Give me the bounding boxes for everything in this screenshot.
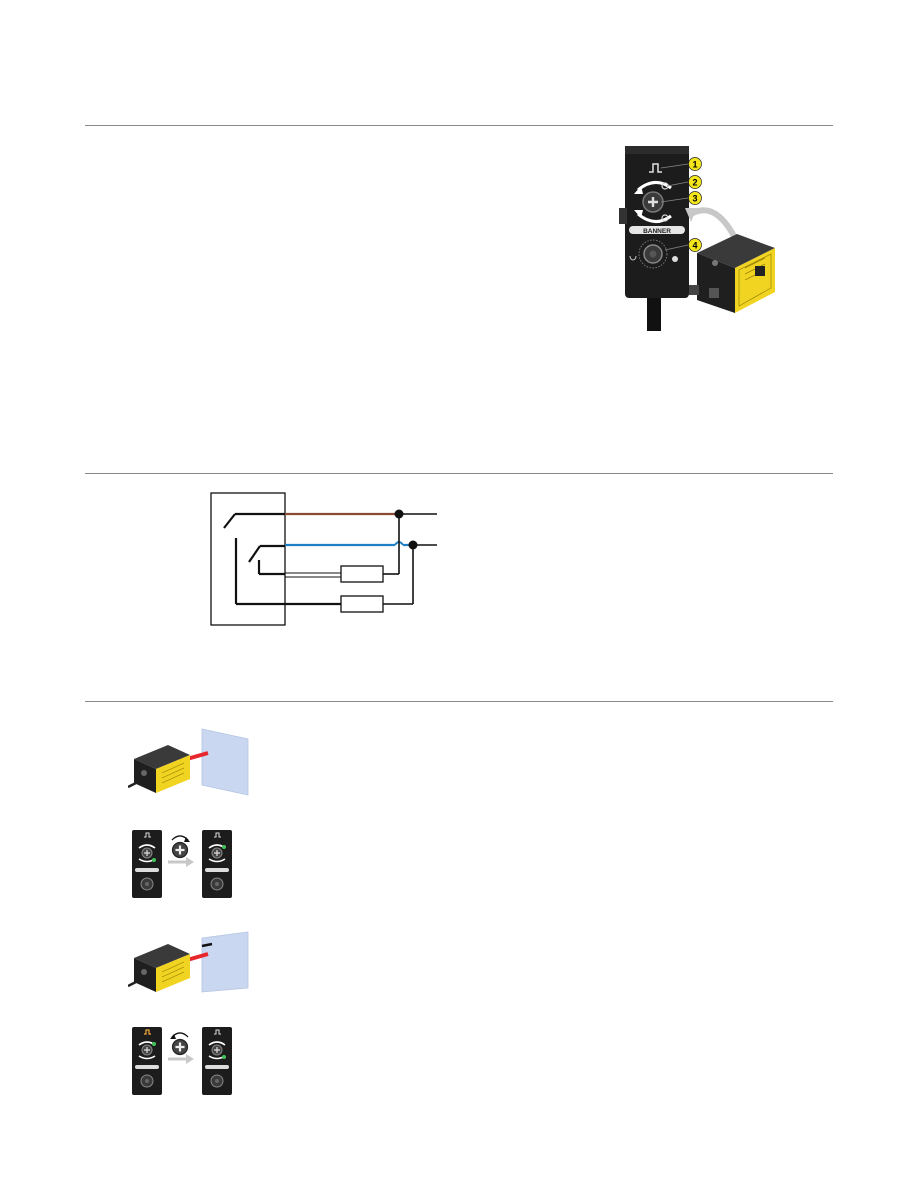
svg-text:1: 1 — [692, 160, 697, 170]
step-1-sensor-target-image — [128, 728, 249, 796]
sensor-features-figure: BANNER 1 2 3 4 — [619, 146, 775, 331]
callout-4: 4 — [688, 238, 702, 252]
wiring-diagram — [210, 492, 437, 626]
sensor-icon — [128, 944, 190, 992]
load-2 — [340, 595, 384, 613]
panel-before — [132, 1027, 162, 1095]
panel-after — [202, 1027, 232, 1095]
brand-label: BANNER — [643, 228, 671, 235]
small-sensor-icon — [689, 234, 775, 313]
panel-after — [202, 830, 232, 898]
step-2-adjust-panels — [132, 830, 232, 898]
callout-3: 3 — [688, 191, 702, 205]
section-rule-3 — [85, 701, 833, 702]
section-rule-2 — [85, 473, 833, 474]
target-icon — [201, 931, 249, 993]
step-4-adjust-panels — [132, 1027, 232, 1095]
step-3-sensor-object-image — [128, 931, 249, 993]
svg-text:2: 2 — [692, 178, 697, 188]
sensor-enclosure — [210, 492, 286, 626]
svg-text:4: 4 — [692, 241, 697, 251]
section-rule-1 — [85, 125, 833, 126]
load-1 — [340, 565, 384, 583]
cable — [647, 293, 661, 331]
curved-arrow-icon — [689, 207, 738, 240]
panel-before — [132, 830, 162, 898]
sensor-icon — [128, 745, 190, 793]
object-edge — [201, 942, 213, 948]
target-icon — [201, 728, 249, 796]
callout-1: 1 — [688, 157, 702, 171]
callout-2: 2 — [688, 175, 702, 189]
svg-text:3: 3 — [692, 194, 697, 204]
output-indicator-icon — [649, 163, 662, 173]
